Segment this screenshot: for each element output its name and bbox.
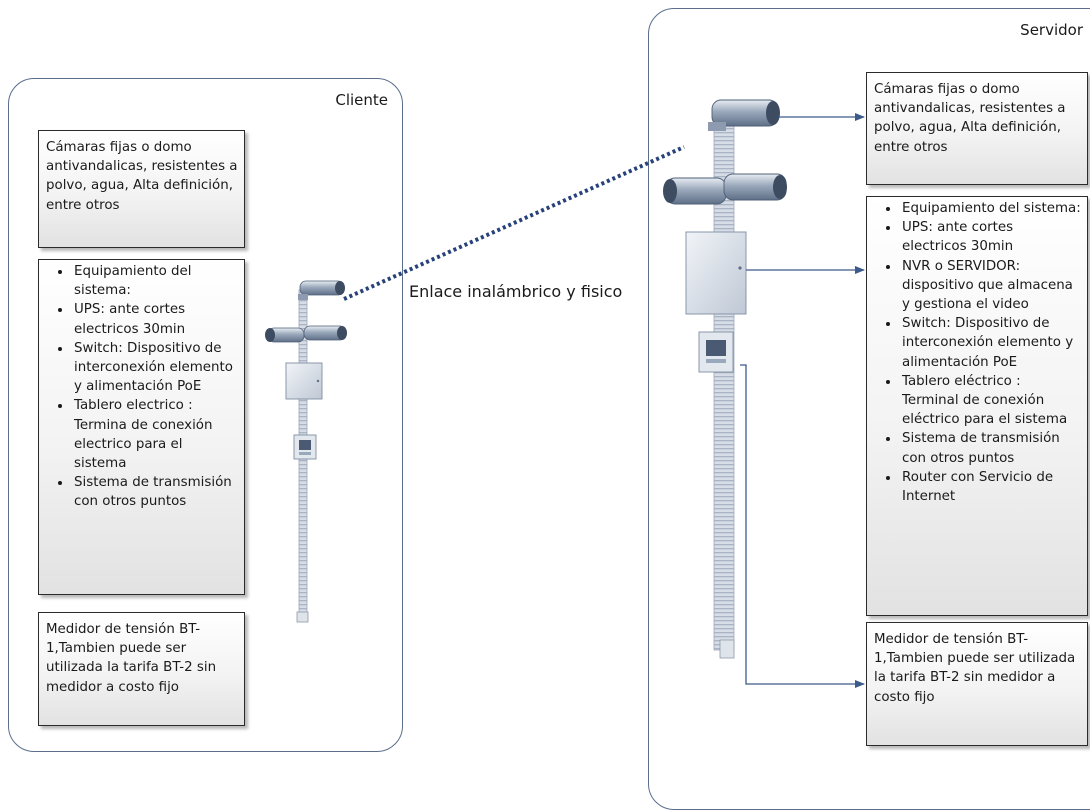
diagram-art bbox=[265, 99, 865, 688]
meter-connector bbox=[740, 364, 865, 688]
server-cabinet-icon bbox=[685, 231, 747, 315]
server-equipment-box: Equipamiento del sistema: UPS: ante cort… bbox=[866, 196, 1088, 616]
list-item: UPS: ante cortes electricos 30min bbox=[72, 300, 238, 338]
server-meter-box: Medidor de tensión BT-1,Tambien puede se… bbox=[866, 622, 1088, 746]
list-item: Tablero eléctrico : Terminal de conexión… bbox=[900, 372, 1081, 430]
wireless-link-label: Enlace inalámbrico y fisico bbox=[409, 282, 623, 301]
client-camera-icon bbox=[265, 325, 347, 343]
client-equipment-list: Equipamiento del sistema: UPS: ante cort… bbox=[46, 262, 238, 512]
client-equipment-box: Equipamiento del sistema: UPS: ante cort… bbox=[38, 259, 245, 595]
client-title: Cliente bbox=[335, 91, 388, 109]
wireless-link-line bbox=[343, 145, 685, 301]
list-item: Equipamiento del sistema: bbox=[72, 262, 238, 300]
list-item: UPS: ante cortes electricos 30min bbox=[900, 218, 1081, 256]
client-meter-box: Medidor de tensión BT-1,Tambien puede se… bbox=[38, 612, 245, 726]
server-meter-text: Medidor de tensión BT-1,Tambien puede se… bbox=[874, 632, 1076, 705]
list-item: Switch: Dispositivo de interconexión ele… bbox=[900, 314, 1081, 372]
client-meter-text: Medidor de tensión BT-1,Tambien puede se… bbox=[46, 622, 217, 695]
client-cameras-box: Cámaras fijas o domo antivandalicas, res… bbox=[38, 130, 245, 248]
server-electrical-panel-icon bbox=[698, 331, 734, 373]
list-item: Router con Servicio de Internet bbox=[900, 468, 1081, 506]
server-cameras-box: Cámaras fijas o domo antivandalicas, res… bbox=[866, 72, 1088, 185]
list-item: Equipamiento del sistema: bbox=[900, 199, 1081, 218]
list-item: Sistema de transmisión con otros puntos bbox=[72, 473, 238, 511]
client-cameras-text: Cámaras fijas o domo antivandalicas, res… bbox=[46, 140, 238, 213]
server-camera-icon bbox=[708, 99, 780, 131]
list-item: Tablero electrico : Termina de conexión … bbox=[72, 396, 238, 473]
list-item: Sistema de transmisión con otros puntos bbox=[900, 429, 1081, 467]
server-title: Servidor bbox=[1020, 21, 1083, 39]
client-cabinet-icon bbox=[285, 362, 323, 400]
list-item: NVR o SERVIDOR: dispositivo que almacena… bbox=[900, 257, 1081, 315]
client-camera-icon bbox=[298, 280, 345, 300]
list-item: Switch: Dispositivo de interconexión ele… bbox=[72, 339, 238, 397]
server-camera-icon bbox=[663, 173, 787, 205]
server-equipment-list: Equipamiento del sistema: UPS: ante cort… bbox=[874, 199, 1081, 506]
client-electrical-panel-icon bbox=[293, 434, 317, 460]
server-cameras-text: Cámaras fijas o domo antivandalicas, res… bbox=[874, 82, 1066, 155]
